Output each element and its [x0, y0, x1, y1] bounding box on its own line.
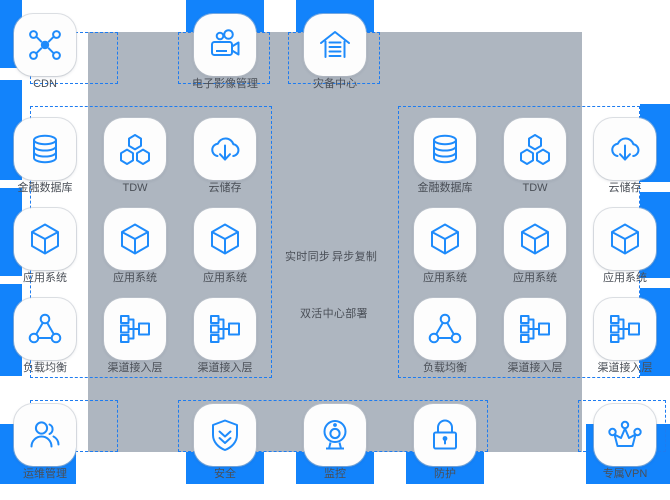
camera-monitor-icon: [304, 404, 366, 466]
service-tile-label: 渠道接入层: [597, 362, 653, 374]
user-admin-icon: [14, 404, 76, 466]
cube-icon: [14, 208, 76, 270]
video-camera-icon: [194, 14, 256, 76]
service-tile-label: 渠道接入层: [507, 362, 563, 374]
load-balancer-icon: [14, 298, 76, 360]
shield-check-icon: [194, 404, 256, 466]
service-tile-label: 金融数据库: [17, 182, 73, 194]
cloud-download-icon: [194, 118, 256, 180]
service-tile[interactable]: 运维管理: [14, 404, 76, 480]
cube-icon: [414, 208, 476, 270]
service-tile-label: TDW: [522, 182, 548, 194]
service-tile-label: 安全: [214, 468, 236, 480]
service-tile-label: 云储存: [608, 182, 642, 194]
service-tile[interactable]: 负载均衡: [414, 298, 476, 374]
service-tile[interactable]: TDW: [504, 118, 566, 194]
service-tile[interactable]: 专属VPN: [594, 404, 656, 480]
service-tile[interactable]: 应用系统: [594, 208, 656, 284]
center-annotation-label: 双活中心部署: [300, 308, 368, 320]
service-tile[interactable]: 应用系统: [504, 208, 566, 284]
service-tile-label: CDN: [33, 78, 57, 90]
service-tile[interactable]: 应用系统: [14, 208, 76, 284]
service-tile-label: 应用系统: [113, 272, 157, 284]
center-annotation-label: 实时同步: [285, 251, 331, 263]
service-tile-label: 渠道接入层: [197, 362, 253, 374]
hexagon-cluster-icon: [504, 118, 566, 180]
cube-icon: [194, 208, 256, 270]
service-tile[interactable]: 金融数据库: [14, 118, 76, 194]
service-tile-label: 防护: [434, 468, 456, 480]
service-tile[interactable]: 防护: [414, 404, 476, 480]
service-tile[interactable]: 渠道接入层: [594, 298, 656, 374]
cube-icon: [104, 208, 166, 270]
service-tile-label: 负载均衡: [423, 362, 467, 374]
cube-icon: [504, 208, 566, 270]
service-tile[interactable]: 渠道接入层: [504, 298, 566, 374]
org-tree-icon: [104, 298, 166, 360]
service-tile[interactable]: 应用系统: [414, 208, 476, 284]
service-tile-label: 应用系统: [23, 272, 67, 284]
cube-icon: [594, 208, 656, 270]
service-tile[interactable]: 应用系统: [194, 208, 256, 284]
cloud-download-icon: [594, 118, 656, 180]
service-tile-label: 运维管理: [23, 468, 67, 480]
service-tile[interactable]: 云储存: [194, 118, 256, 194]
service-tile[interactable]: 负载均衡: [14, 298, 76, 374]
service-tile-label: 应用系统: [203, 272, 247, 284]
center-annotation-label: 异步复制: [332, 251, 378, 263]
load-balancer-icon: [414, 298, 476, 360]
lock-icon: [414, 404, 476, 466]
org-tree-icon: [194, 298, 256, 360]
service-tile[interactable]: 安全: [194, 404, 256, 480]
service-tile-label: 应用系统: [603, 272, 647, 284]
service-tile-label: 渠道接入层: [107, 362, 163, 374]
service-tile[interactable]: CDN: [14, 14, 76, 90]
service-tile-label: 应用系统: [513, 272, 557, 284]
datacenter-panel: [88, 32, 582, 452]
service-tile-label: 专属VPN: [602, 468, 648, 480]
service-tile-label: 负载均衡: [23, 362, 67, 374]
service-tile[interactable]: 灾备中心: [304, 14, 366, 90]
service-tile[interactable]: 监控: [304, 404, 366, 480]
service-tile[interactable]: 应用系统: [104, 208, 166, 284]
service-tile[interactable]: 金融数据库: [414, 118, 476, 194]
database-icon: [414, 118, 476, 180]
service-tile-label: 金融数据库: [417, 182, 473, 194]
database-icon: [14, 118, 76, 180]
cdn-network-icon: [14, 14, 76, 76]
warehouse-icon: [304, 14, 366, 76]
crown-network-icon: [594, 404, 656, 466]
service-tile-label: 应用系统: [423, 272, 467, 284]
service-tile[interactable]: 云储存: [594, 118, 656, 194]
org-tree-icon: [594, 298, 656, 360]
service-tile[interactable]: 电子影像管理: [192, 14, 258, 90]
service-tile-label: 灾备中心: [313, 78, 357, 90]
service-tile[interactable]: 渠道接入层: [104, 298, 166, 374]
service-tile-label: 监控: [324, 468, 346, 480]
service-tile-label: TDW: [122, 182, 148, 194]
service-tile-label: 云储存: [208, 182, 242, 194]
service-tile[interactable]: 渠道接入层: [194, 298, 256, 374]
org-tree-icon: [504, 298, 566, 360]
service-tile[interactable]: TDW: [104, 118, 166, 194]
hexagon-cluster-icon: [104, 118, 166, 180]
service-tile-label: 电子影像管理: [192, 78, 258, 90]
